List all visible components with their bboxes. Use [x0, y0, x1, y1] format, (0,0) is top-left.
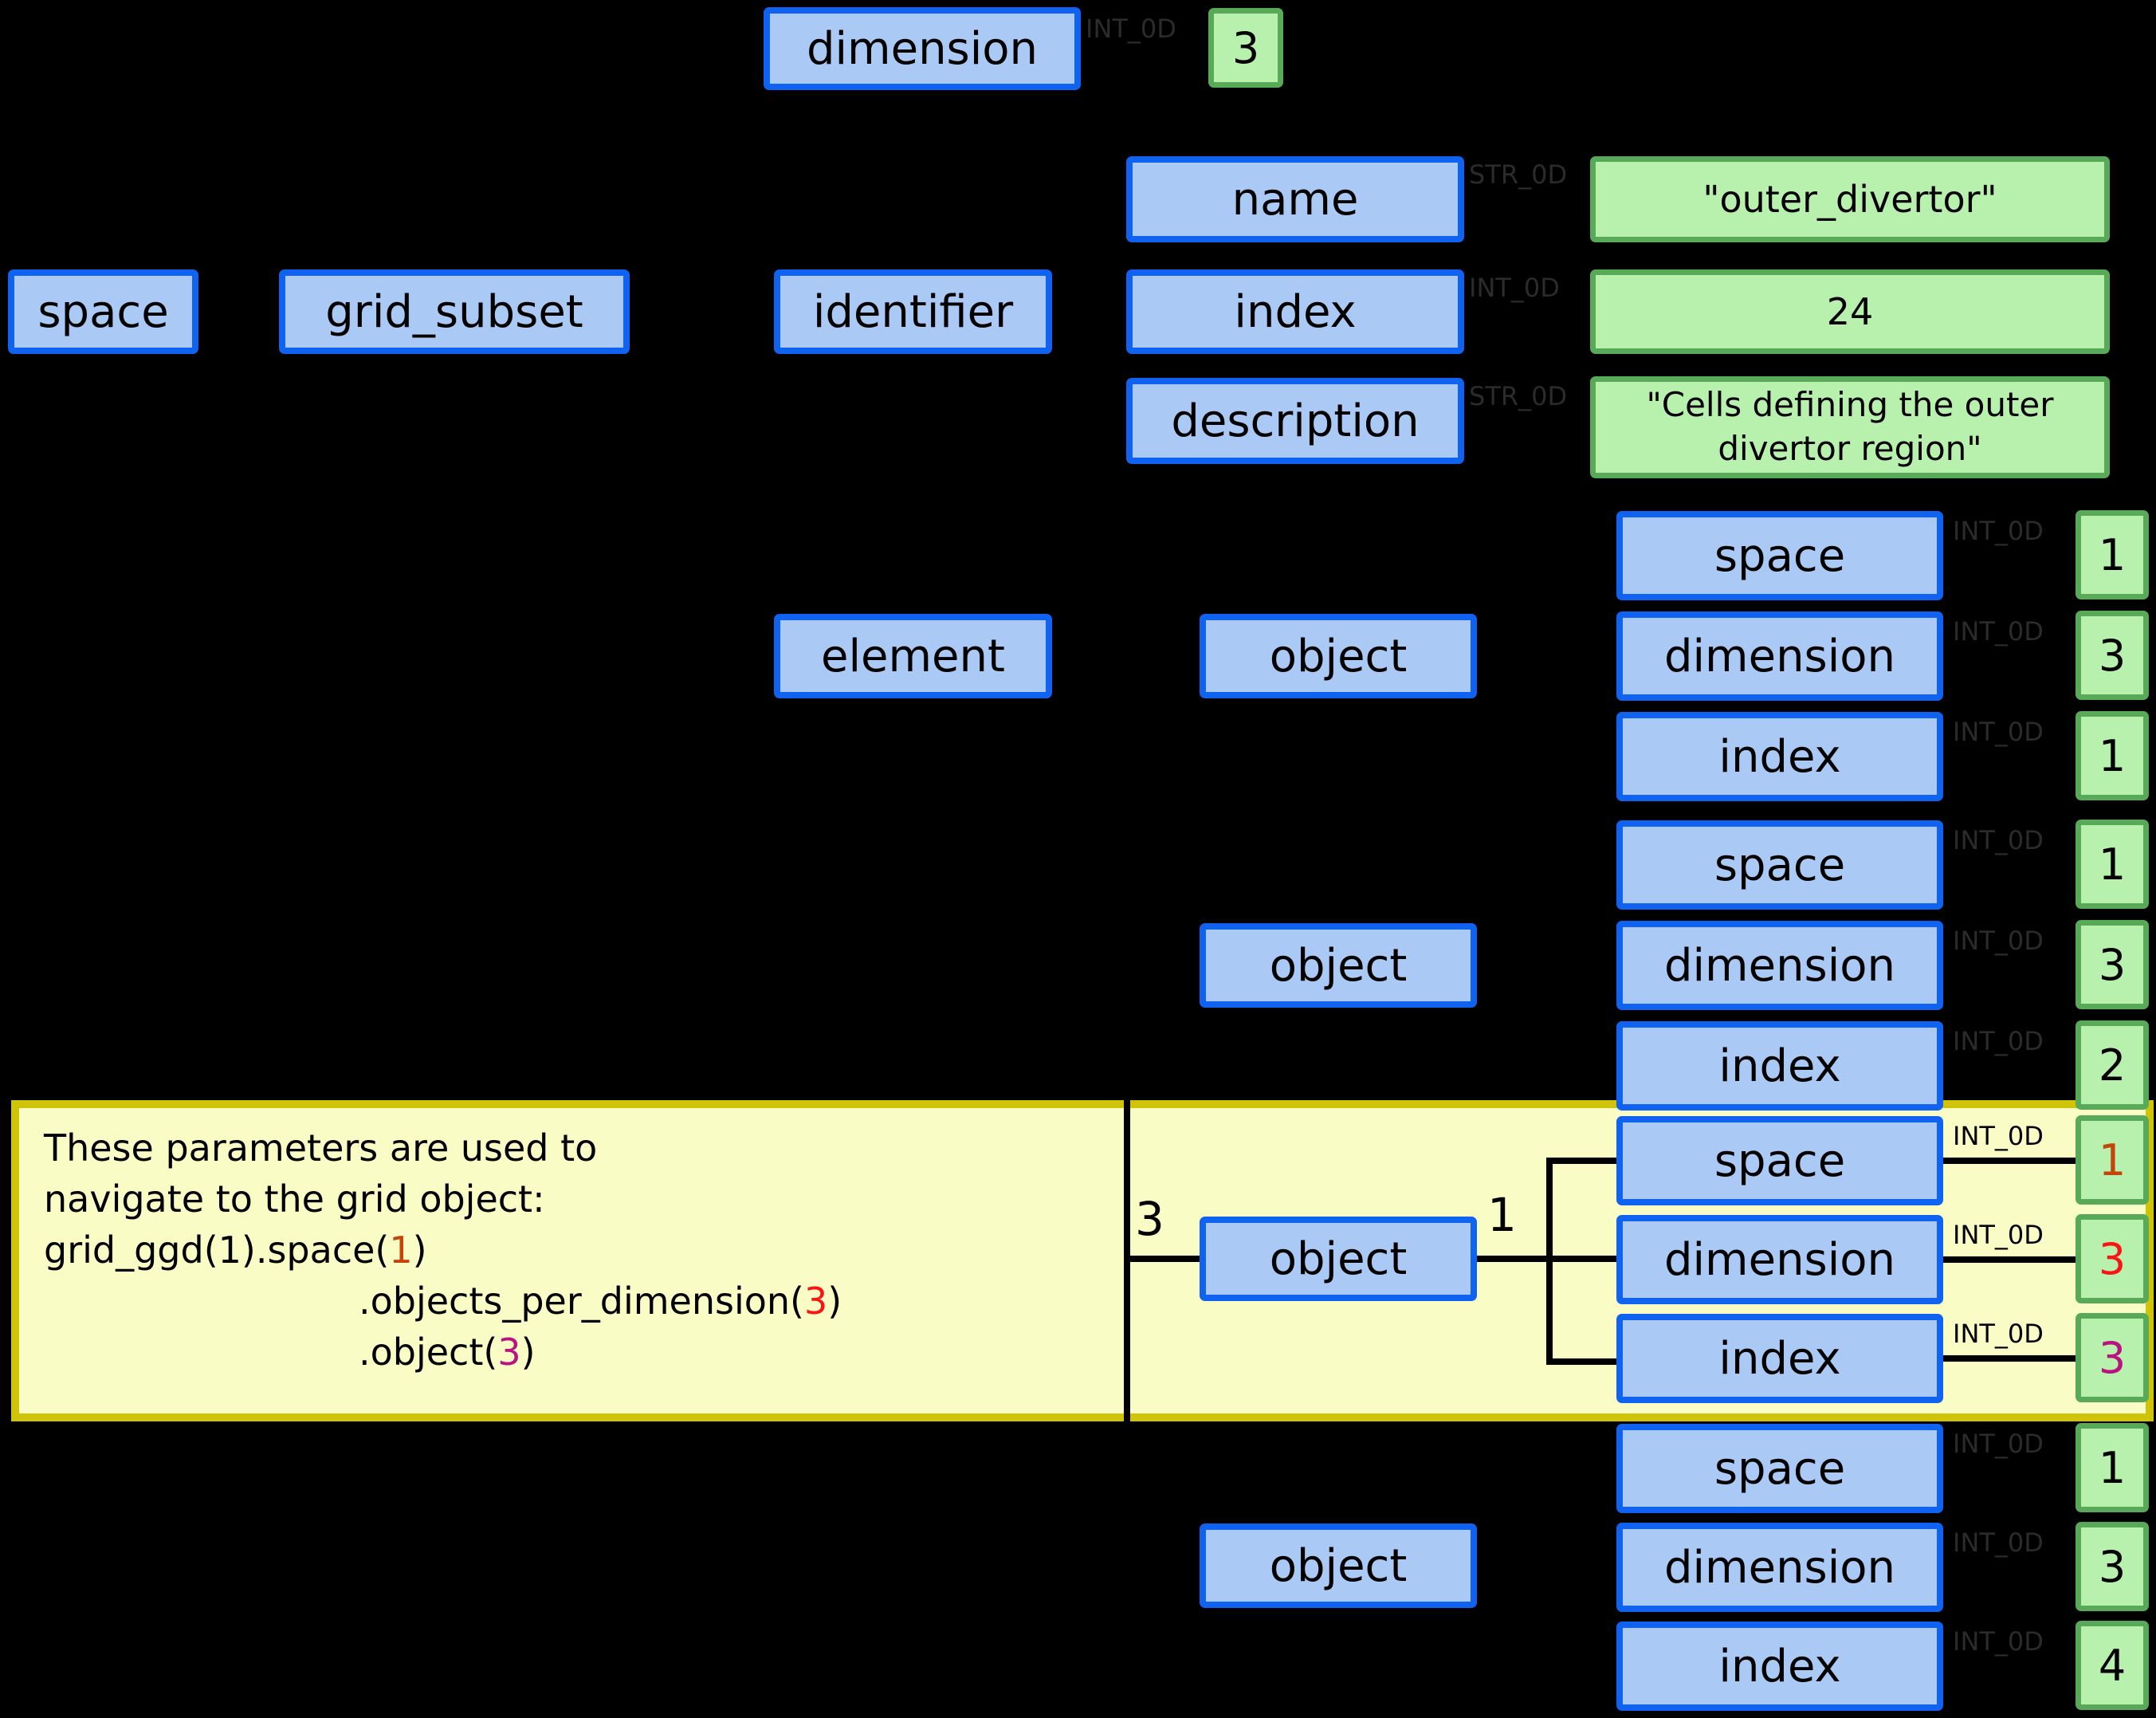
node-description: description: [1126, 378, 1464, 464]
type-label-index-4: INT_0D: [1953, 1626, 2044, 1657]
value-space-4: 1: [2075, 1423, 2149, 1512]
node-grid-subset: grid_subset: [279, 269, 630, 354]
node-object-4: object: [1200, 1523, 1477, 1608]
node-dimension-root: dimension: [764, 7, 1081, 90]
bracket-vertical: [1546, 1158, 1553, 1365]
type-label-name: STR_0D: [1469, 159, 1568, 190]
type-label-index-3: INT_0D: [1953, 1319, 2044, 1349]
connector-dimension3-value: [1943, 1256, 2075, 1263]
node-space-2: space: [1616, 820, 1943, 910]
node-space-4: space: [1616, 1424, 1943, 1513]
value-index-4: 4: [2075, 1621, 2149, 1710]
node-index-3: index: [1616, 1314, 1943, 1403]
value-dimension-root: 3: [1208, 8, 1283, 88]
value-index-1: 1: [2075, 711, 2149, 800]
node-space-1: space: [1616, 511, 1943, 600]
note-line-5-pre: .object(: [359, 1331, 498, 1374]
value-dimension-2: 3: [2075, 920, 2149, 1009]
note-text: These parameters are used to navigate to…: [44, 1122, 1116, 1378]
node-object-3: object: [1200, 1217, 1477, 1301]
node-dimension-3: dimension: [1616, 1215, 1943, 1304]
node-index-1: index: [1616, 712, 1943, 801]
value-description: "Cells defining the outer divertor regio…: [1590, 376, 2110, 478]
type-label-index-1: INT_0D: [1953, 717, 2044, 747]
bracket-stub-dimension: [1552, 1256, 1616, 1262]
node-object-1: object: [1200, 614, 1477, 698]
type-label-space-3: INT_0D: [1953, 1121, 2044, 1151]
connector-note-to-object: [1130, 1256, 1200, 1262]
note-line-4-num: 3: [804, 1280, 828, 1323]
type-label-space-2: INT_0D: [1953, 825, 2044, 855]
note-line-5: .object(3): [44, 1327, 1116, 1378]
bracket-stub-index: [1553, 1358, 1616, 1365]
value-index-2: 2: [2075, 1020, 2149, 1110]
note-divider-line: [1124, 1100, 1130, 1421]
node-element: element: [774, 614, 1052, 698]
value-name: "outer_divertor": [1590, 156, 2110, 242]
bracket-stub-space: [1553, 1158, 1616, 1164]
connector-object-to-bracket: [1477, 1256, 1546, 1262]
object-index-label: 1: [1487, 1188, 1517, 1242]
type-label-space-1: INT_0D: [1953, 516, 2044, 546]
value-index-3: 3: [2075, 1313, 2149, 1402]
node-index: index: [1126, 269, 1464, 354]
node-dimension-1: dimension: [1616, 611, 1943, 701]
value-dimension-3: 3: [2075, 1214, 2149, 1303]
type-label-dimension-2: INT_0D: [1953, 926, 2044, 956]
note-line-3-post: ): [412, 1229, 427, 1272]
value-space-3: 1: [2075, 1115, 2149, 1205]
note-line-5-post: ): [520, 1331, 536, 1374]
note-line-3-num: 1: [389, 1229, 413, 1272]
node-index-4: index: [1616, 1622, 1943, 1711]
type-label-dimension-4: INT_0D: [1953, 1527, 2044, 1558]
note-line-1: These parameters are used to: [44, 1126, 598, 1170]
node-space-root: space: [8, 269, 198, 354]
node-object-2: object: [1200, 923, 1477, 1008]
value-dimension-1: 3: [2075, 611, 2149, 700]
type-label-dimension-3: INT_0D: [1953, 1220, 2044, 1250]
node-identifier: identifier: [774, 269, 1052, 354]
value-index: 24: [1590, 269, 2110, 354]
type-label-dimension-1: INT_0D: [1953, 616, 2044, 647]
value-dimension-4: 3: [2075, 1522, 2149, 1611]
note-line-4-post: ): [827, 1280, 842, 1323]
type-label-dimension-root: INT_0D: [1086, 14, 1176, 44]
object-count-label: 3: [1135, 1192, 1164, 1246]
node-dimension-2: dimension: [1616, 921, 1943, 1010]
node-dimension-4: dimension: [1616, 1523, 1943, 1612]
note-line-3-pre: grid_ggd(1).space(: [44, 1229, 390, 1272]
value-space-2: 1: [2075, 820, 2149, 909]
node-index-2: index: [1616, 1021, 1943, 1111]
type-label-index: INT_0D: [1469, 273, 1560, 303]
type-label-space-4: INT_0D: [1953, 1429, 2044, 1459]
note-line-5-num: 3: [497, 1331, 521, 1374]
type-label-index-2: INT_0D: [1953, 1026, 2044, 1056]
value-space-1: 1: [2075, 510, 2149, 600]
type-label-description: STR_0D: [1469, 381, 1568, 411]
connector-space3-value: [1943, 1158, 2075, 1164]
node-space-3: space: [1616, 1116, 1943, 1205]
connector-index3-value: [1943, 1355, 2075, 1362]
note-line-4: .objects_per_dimension(3): [44, 1276, 1116, 1327]
note-line-2: navigate to the grid object:: [44, 1177, 545, 1221]
note-line-4-pre: .objects_per_dimension(: [359, 1280, 804, 1323]
node-name: name: [1126, 156, 1464, 242]
note-line-3: grid_ggd(1).space(1): [44, 1225, 1116, 1276]
